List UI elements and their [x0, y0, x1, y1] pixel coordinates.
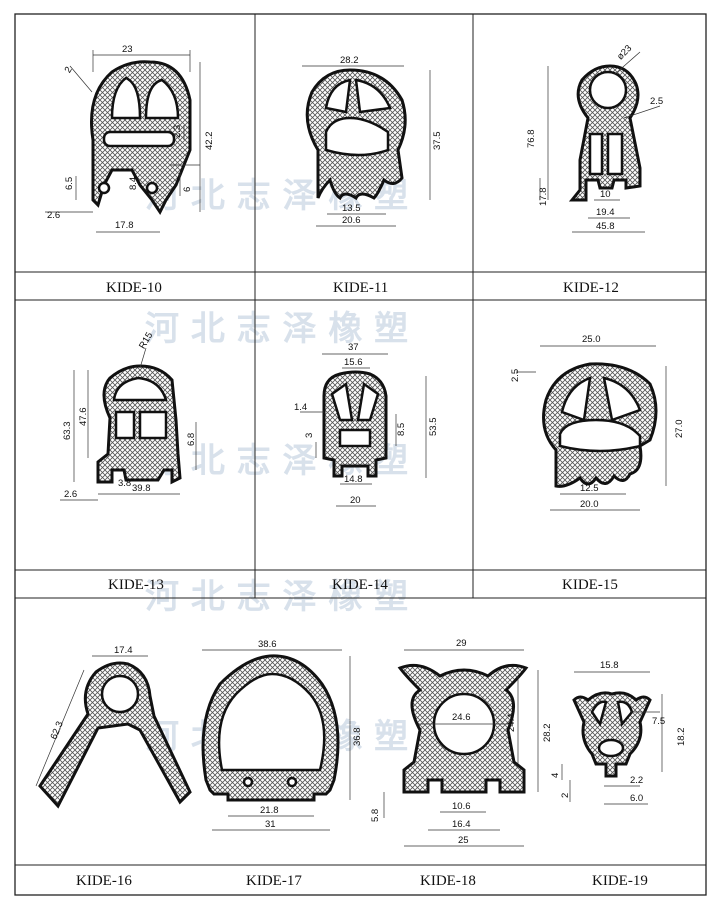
kide-19-dim-3: 4	[550, 773, 561, 778]
kide-18-dim-7: 25	[458, 835, 469, 846]
kide-17-dim-1: 36.8	[352, 728, 363, 747]
kide-12-dim-5: 19.4	[596, 207, 615, 218]
kide-11-dim-0: 28.2	[340, 55, 359, 66]
kide-18-dim-4: 5.8	[370, 809, 381, 822]
kide-15-dim-1: 2.5	[510, 369, 521, 382]
profile-kide-14	[300, 353, 427, 507]
kide-19-dim-0: 15.8	[600, 660, 619, 671]
kide-14-dim-1: 15.6	[344, 357, 363, 368]
kide-16-dim-1: 62.3	[49, 720, 66, 741]
kide-16-dim-0: 17.4	[114, 645, 133, 656]
profile-kide-12	[539, 51, 661, 233]
kide-18-dim-0: 29	[456, 638, 467, 649]
kide-14-dim-4: 8.5	[396, 423, 407, 436]
profile-kide-11	[302, 65, 431, 227]
kide-18-dim-6: 16.4	[452, 819, 471, 830]
kide-13-dim-6: 39.8	[132, 483, 151, 494]
kide-10-dim-6: 6	[182, 187, 193, 192]
profile-kide-17	[201, 649, 351, 831]
kide-15-dim-0: 25.0	[582, 334, 601, 345]
caption-kide-18: KIDE-18	[420, 873, 476, 889]
kide-14-dim-7: 20	[350, 495, 361, 506]
kide-19-dim-2: 18.2	[676, 728, 687, 747]
kide-10-dim-2: 2.3	[172, 125, 183, 138]
catalog-grid	[14, 13, 707, 896]
kide-11-dim-3: 20.6	[342, 215, 361, 226]
caption-kide-19: KIDE-19	[592, 873, 648, 889]
caption-kide-12: KIDE-12	[563, 280, 619, 296]
kide-19-dim-4: 2.2	[630, 775, 643, 786]
kide-11-dim-1: 37.5	[432, 132, 443, 151]
kide-10-dim-1: 2	[63, 65, 75, 75]
kide-14-dim-3: 3	[304, 433, 315, 438]
kide-15-dim-3: 12.5	[580, 483, 599, 494]
profile-kide-13	[60, 347, 197, 501]
kide-18-dim-3: 28.2	[542, 724, 553, 743]
kide-19-dim-6: 6.0	[630, 793, 643, 804]
kide-11-dim-2: 13.5	[342, 203, 361, 214]
caption-kide-16: KIDE-16	[76, 873, 132, 889]
kide-12-dim-3: 17.8	[538, 188, 549, 207]
kide-10-dim-7: 2.6	[47, 210, 60, 221]
caption-kide-13: KIDE-13	[108, 577, 164, 593]
profile-kide-16	[35, 655, 192, 809]
kide-10-dim-5: 8.4	[128, 177, 139, 190]
kide-13-dim-3: 6.8	[186, 433, 197, 446]
kide-10-dim-3: 42.2	[204, 132, 215, 151]
profile-kide-15	[516, 345, 667, 511]
kide-17-dim-3: 31	[265, 819, 276, 830]
watermark-row-4: 河 北 志 泽 橡 塑	[145, 577, 408, 617]
caption-kide-14: KIDE-14	[332, 577, 388, 593]
kide-14-dim-6: 14.8	[344, 474, 363, 485]
kide-13-dim-4: 3.8	[118, 478, 131, 489]
kide-14-dim-0: 37	[348, 342, 359, 353]
caption-kide-15: KIDE-15	[562, 577, 618, 593]
kide-15-dim-4: 20.0	[580, 499, 599, 510]
kide-13-dim-1: 63.3	[62, 422, 73, 441]
watermark-row-2: 河 北 志 泽 橡 塑	[145, 309, 408, 349]
caption-kide-11: KIDE-11	[333, 280, 388, 296]
kide-14-dim-2: 1.4	[294, 402, 307, 413]
kide-19-dim-5: 2	[560, 793, 571, 798]
kide-13-dim-5: 2.6	[64, 489, 77, 500]
profile-kide-18	[383, 649, 539, 847]
kide-19-dim-1: 7.5	[652, 716, 665, 727]
kide-10-dim-4: 6.5	[64, 177, 75, 190]
kide-10-dim-0: 23	[122, 44, 133, 55]
kide-17-dim-2: 21.8	[260, 805, 279, 816]
caption-kide-10: KIDE-10	[106, 280, 162, 296]
kide-10-dim-8: 17.8	[115, 220, 134, 231]
caption-kide-17: KIDE-17	[246, 873, 302, 889]
kide-12-dim-1: 2.5	[650, 96, 663, 107]
kide-18-dim-2: 24.4	[506, 714, 517, 733]
kide-17-dim-0: 38.6	[258, 639, 277, 650]
profile-kide-19	[561, 671, 663, 805]
kide-13-dim-2: 47.6	[78, 408, 89, 427]
kide-18-dim-1: 24.6	[452, 712, 471, 723]
kide-15-dim-2: 27.0	[674, 420, 685, 439]
profile-kide-10	[45, 50, 201, 233]
kide-12-dim-6: 45.8	[596, 221, 615, 232]
kide-14-dim-5: 53.5	[428, 418, 439, 437]
kide-18-dim-5: 10.6	[452, 801, 471, 812]
kide-12-dim-2: 76.8	[526, 130, 537, 149]
kide-12-dim-4: 10	[600, 189, 611, 200]
